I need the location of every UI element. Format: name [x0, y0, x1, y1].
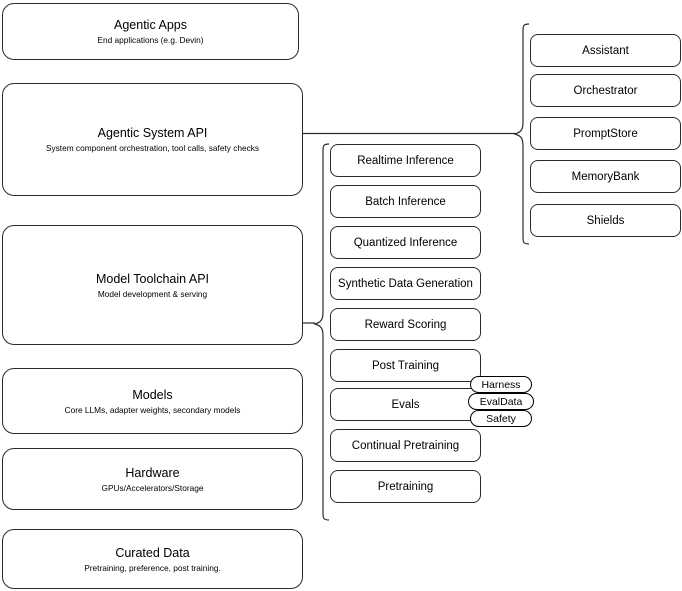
- capability-pretraining[interactable]: Pretraining: [330, 470, 481, 503]
- capability-label: Batch Inference: [365, 195, 446, 208]
- capability-realtime-inference[interactable]: Realtime Inference: [330, 144, 481, 177]
- layer-models[interactable]: Models Core LLMs, adapter weights, secon…: [2, 368, 303, 434]
- eval-tag-label: Harness: [481, 378, 521, 391]
- eval-tag-harness[interactable]: Harness: [470, 376, 532, 393]
- capability-label: Synthetic Data Generation: [338, 277, 473, 290]
- component-label: Shields: [586, 214, 625, 227]
- layer-subtitle: Pretraining, preference, post training.: [84, 562, 221, 573]
- system-components-brace: [513, 23, 530, 245]
- layer-subtitle: End applications (e.g. Devin): [97, 35, 204, 45]
- layer-title: Hardware: [125, 465, 180, 480]
- capability-label: Realtime Inference: [357, 154, 454, 167]
- component-label: Orchestrator: [573, 84, 638, 97]
- layer-title: Models: [132, 387, 173, 402]
- capability-label: Quantized Inference: [353, 236, 458, 249]
- layer-subtitle: System component orchestration, tool cal…: [45, 143, 260, 153]
- component-label: Assistant: [582, 44, 629, 57]
- layer-title: Curated Data: [115, 545, 190, 560]
- layer-hardware[interactable]: Hardware GPUs/Accelerators/Storage: [2, 448, 303, 510]
- system-api-connector: [302, 132, 516, 135]
- capability-label: Post Training: [371, 359, 440, 372]
- component-label: PromptStore: [573, 127, 638, 140]
- component-memorybank[interactable]: MemoryBank: [530, 160, 681, 193]
- layer-agentic-apps[interactable]: Agentic Apps End applications (e.g. Devi…: [2, 3, 299, 60]
- capability-label: Continual Pretraining: [351, 439, 460, 452]
- component-promptstore[interactable]: PromptStore: [530, 117, 681, 150]
- component-orchestrator[interactable]: Orchestrator: [530, 74, 681, 107]
- component-assistant[interactable]: Assistant: [530, 34, 681, 67]
- layer-title: Agentic Apps: [114, 18, 187, 32]
- layer-model-toolchain-api[interactable]: Model Toolchain API Model development & …: [2, 225, 303, 345]
- capability-label: Reward Scoring: [364, 318, 447, 331]
- capability-batch-inference[interactable]: Batch Inference: [330, 185, 481, 218]
- layer-curated-data[interactable]: Curated Data Pretraining, preference, po…: [2, 529, 303, 589]
- capability-quantized-inference[interactable]: Quantized Inference: [330, 226, 481, 259]
- capability-label: Evals: [391, 398, 420, 411]
- layer-subtitle: Model development & serving: [97, 288, 208, 299]
- component-label: MemoryBank: [571, 170, 640, 183]
- toolchain-connector-stub: [302, 322, 315, 324]
- component-shields[interactable]: Shields: [530, 204, 681, 237]
- eval-tag-evaldata[interactable]: EvalData: [468, 393, 534, 410]
- layer-title: Model Toolchain API: [95, 271, 210, 286]
- capability-reward-scoring[interactable]: Reward Scoring: [330, 308, 481, 341]
- capability-evals[interactable]: Evals: [330, 388, 481, 421]
- toolchain-capabilities-brace: [313, 143, 330, 521]
- layer-subtitle: Core LLMs, adapter weights, secondary mo…: [64, 404, 241, 415]
- layer-subtitle: GPUs/Accelerators/Storage: [101, 482, 204, 493]
- eval-tag-label: Safety: [486, 412, 516, 425]
- capability-continual-pretraining[interactable]: Continual Pretraining: [330, 429, 481, 462]
- layer-agentic-system-api[interactable]: Agentic System API System component orch…: [2, 83, 303, 196]
- capability-label: Pretraining: [377, 480, 434, 493]
- layer-title: Agentic System API: [97, 126, 208, 140]
- eval-tag-label: EvalData: [479, 395, 523, 408]
- capability-post-training[interactable]: Post Training: [330, 349, 481, 382]
- capability-synthetic-data-generation[interactable]: Synthetic Data Generation: [330, 267, 481, 300]
- eval-tag-safety[interactable]: Safety: [470, 410, 532, 427]
